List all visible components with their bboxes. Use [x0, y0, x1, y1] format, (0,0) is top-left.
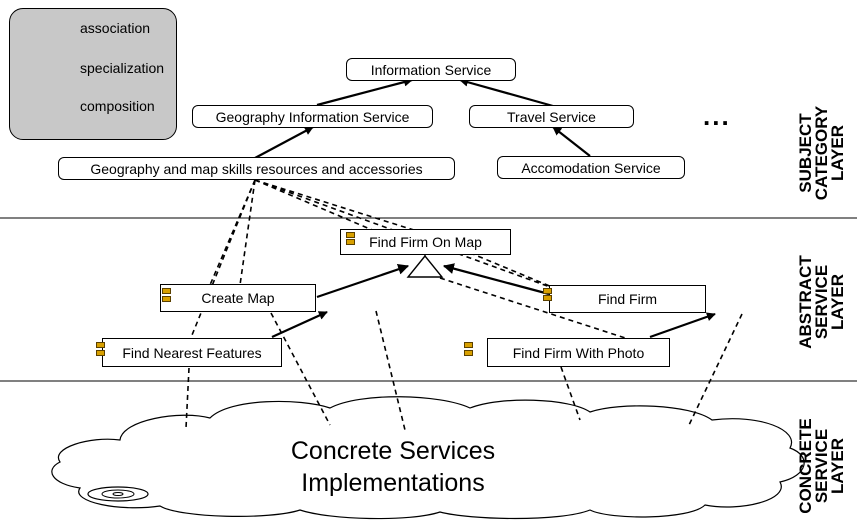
node-geography-map-skills[interactable]: Geography and map skills resources and a… [58, 157, 455, 180]
legend-composition-label: composition [80, 98, 155, 114]
layer-label-concrete-service: CONCRETE SERVICE LAYER [796, 402, 850, 520]
spec-accom-to-travel [552, 126, 591, 157]
component-icon [464, 350, 473, 356]
node-find-nearest-features[interactable]: Find Nearest Features [102, 338, 282, 367]
legend-box: association specialization composition [9, 8, 177, 140]
node-find-firm-with-photo[interactable]: Find Firm With Photo [487, 338, 670, 367]
cloud-label-line2: Implementations [301, 469, 485, 497]
cloud-shape [51, 396, 805, 520]
node-find-firm[interactable]: Find Firm [549, 285, 706, 313]
component-icon [543, 288, 552, 294]
node-accomodation-service[interactable]: Accomodation Service [497, 156, 685, 179]
component-icon [346, 232, 355, 238]
spec-geoinfo-to-info [316, 77, 413, 107]
node-travel-service[interactable]: Travel Service [469, 105, 634, 128]
disk-icon-hole [112, 492, 124, 496]
spec-geomap-to-geoinfo [254, 126, 314, 159]
cloud-label-line1: Concrete Services [290, 437, 496, 465]
legend-specialization-label: specialization [80, 60, 165, 76]
component-icon [162, 296, 171, 302]
node-geography-information-service[interactable]: Geography Information Service [192, 105, 433, 128]
comp-findfirm-arrow [442, 263, 550, 296]
layer-label-line: LAYER [828, 124, 847, 182]
component-icon [543, 295, 552, 301]
spec-nearest-to-createmap [271, 310, 328, 339]
component-icon [162, 288, 171, 294]
component-icon [96, 342, 105, 348]
layer-label-line: LAYER [828, 273, 847, 331]
spec-travel-to-info [459, 77, 554, 108]
legend-association-label: association [80, 20, 151, 36]
node-information-service[interactable]: Information Service [346, 58, 516, 81]
layer-label-line: LAYER [828, 437, 847, 495]
layer-label-subject-category: SUBJECT CATEGORY LAYER [796, 89, 850, 217]
component-icon [464, 342, 473, 348]
ellipsis-more-categories: ... [703, 101, 731, 131]
comp-createmap-arrow [316, 263, 410, 299]
node-find-firm-on-map[interactable]: Find Firm On Map [340, 229, 511, 255]
spec-firmphoto-to-firm [649, 312, 716, 339]
component-icon [346, 239, 355, 245]
composition-triangle [406, 254, 444, 278]
node-create-map[interactable]: Create Map [160, 284, 316, 312]
cloud-label: Concrete Services Implementations [248, 435, 538, 499]
component-icon [96, 350, 105, 356]
layer-label-abstract-service: ABSTRACT SERVICE LAYER [796, 238, 850, 366]
